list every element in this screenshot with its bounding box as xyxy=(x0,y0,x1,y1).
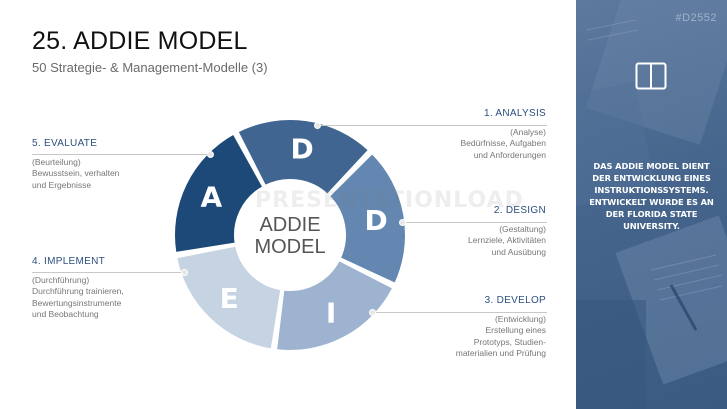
wheel-center-line-1: ADDIE xyxy=(259,214,320,236)
phase-analysis-line: und Anforderungen xyxy=(473,149,546,160)
wheel-center-line-2: MODEL xyxy=(254,236,325,258)
phase-design-heading: 2. DESIGN xyxy=(493,205,546,216)
background-photo xyxy=(576,0,727,409)
wheel-segment-letter: I xyxy=(326,296,336,329)
wheel-segment xyxy=(236,118,371,197)
phase-implement-line: Durchführung trainieren, xyxy=(32,286,124,296)
wheel-segment-letter: D xyxy=(291,132,314,165)
phase-analysis-heading: 1. ANALYSIS xyxy=(483,108,546,119)
connector-develop xyxy=(372,312,547,313)
phase-design-line: und Ausübung xyxy=(491,246,546,257)
phase-evaluate-line: und Ergebnisse xyxy=(32,179,92,190)
connector-implement xyxy=(32,272,184,273)
phase-implement-line: (Durchführung) xyxy=(32,274,90,285)
phase-implement-heading: 4. IMPLEMENT xyxy=(32,256,106,267)
phase-evaluate: 5. EVALUATE (Beurteilung) Bewusstsein, v… xyxy=(32,138,119,191)
phase-analysis-line: (Analyse) xyxy=(510,126,546,137)
connector-dot-develop xyxy=(369,309,376,316)
phase-implement-line: und Beobachtung xyxy=(32,309,99,319)
phase-design-line: (Gestaltung) xyxy=(499,223,546,234)
wheel-segment xyxy=(274,258,395,352)
page-subtitle: 50 Strategie- & Management-Modelle (3) xyxy=(32,60,268,75)
phase-develop: 3. DEVELOP (Entwicklung) Erstellung eine… xyxy=(456,295,546,360)
phase-evaluate-line: Bewusstsein, verhalten xyxy=(32,168,120,178)
phase-implement: 4. IMPLEMENT (Durchführung) Durchführung… xyxy=(32,256,124,321)
page-title: 25. ADDIE MODEL xyxy=(32,27,248,55)
connector-dot-evaluate xyxy=(207,151,214,158)
wheel-segment xyxy=(173,132,265,255)
side-panel: #D2552 DAS ADDIE MODEL DIENT DER ENTWICK… xyxy=(576,0,727,409)
connector-dot-implement xyxy=(181,269,188,276)
panel-description: DAS ADDIE MODEL DIENT DER ENTWICKLUNG EI… xyxy=(589,161,714,231)
connector-analysis xyxy=(317,125,547,126)
phase-design: 2. DESIGN (Gestaltung) Lernziele, Aktivi… xyxy=(468,205,546,258)
wheel-segment-letter: E xyxy=(220,282,239,315)
phase-develop-line: Erstellung eines xyxy=(485,325,546,335)
phase-develop-heading: 3. DEVELOP xyxy=(484,295,546,306)
phase-design-line: Lernziele, Aktivitäten xyxy=(468,235,546,245)
wheel-segment-letter: D xyxy=(365,204,388,237)
phase-develop-line: materialien und Prüfung xyxy=(455,348,546,358)
phase-evaluate-heading: 5. EVALUATE xyxy=(32,138,98,149)
connector-evaluate xyxy=(32,154,210,155)
slide-code: #D2552 xyxy=(675,12,717,24)
watermark: PRESENTATIONLOAD xyxy=(255,188,524,213)
wheel-segment xyxy=(327,151,407,286)
phase-develop-line: Prototyps, Studien- xyxy=(473,336,546,347)
wheel-segment xyxy=(174,244,283,351)
phase-evaluate-line: (Beurteilung) xyxy=(32,156,81,167)
book-icon xyxy=(635,62,667,90)
wheel-segment-letter: A xyxy=(201,181,223,214)
connector-dot-analysis xyxy=(314,122,321,129)
wheel-center xyxy=(236,181,344,289)
phase-analysis: 1. ANALYSIS (Analyse) Bedürfnisse, Aufga… xyxy=(460,108,546,161)
phase-develop-line: (Entwicklung) xyxy=(494,313,546,324)
phase-implement-line: Bewertungsinstrumente xyxy=(32,297,122,308)
connector-dot-design xyxy=(399,219,406,226)
phase-analysis-line: Bedürfnisse, Aufgaben xyxy=(460,138,546,148)
connector-design xyxy=(402,222,547,223)
